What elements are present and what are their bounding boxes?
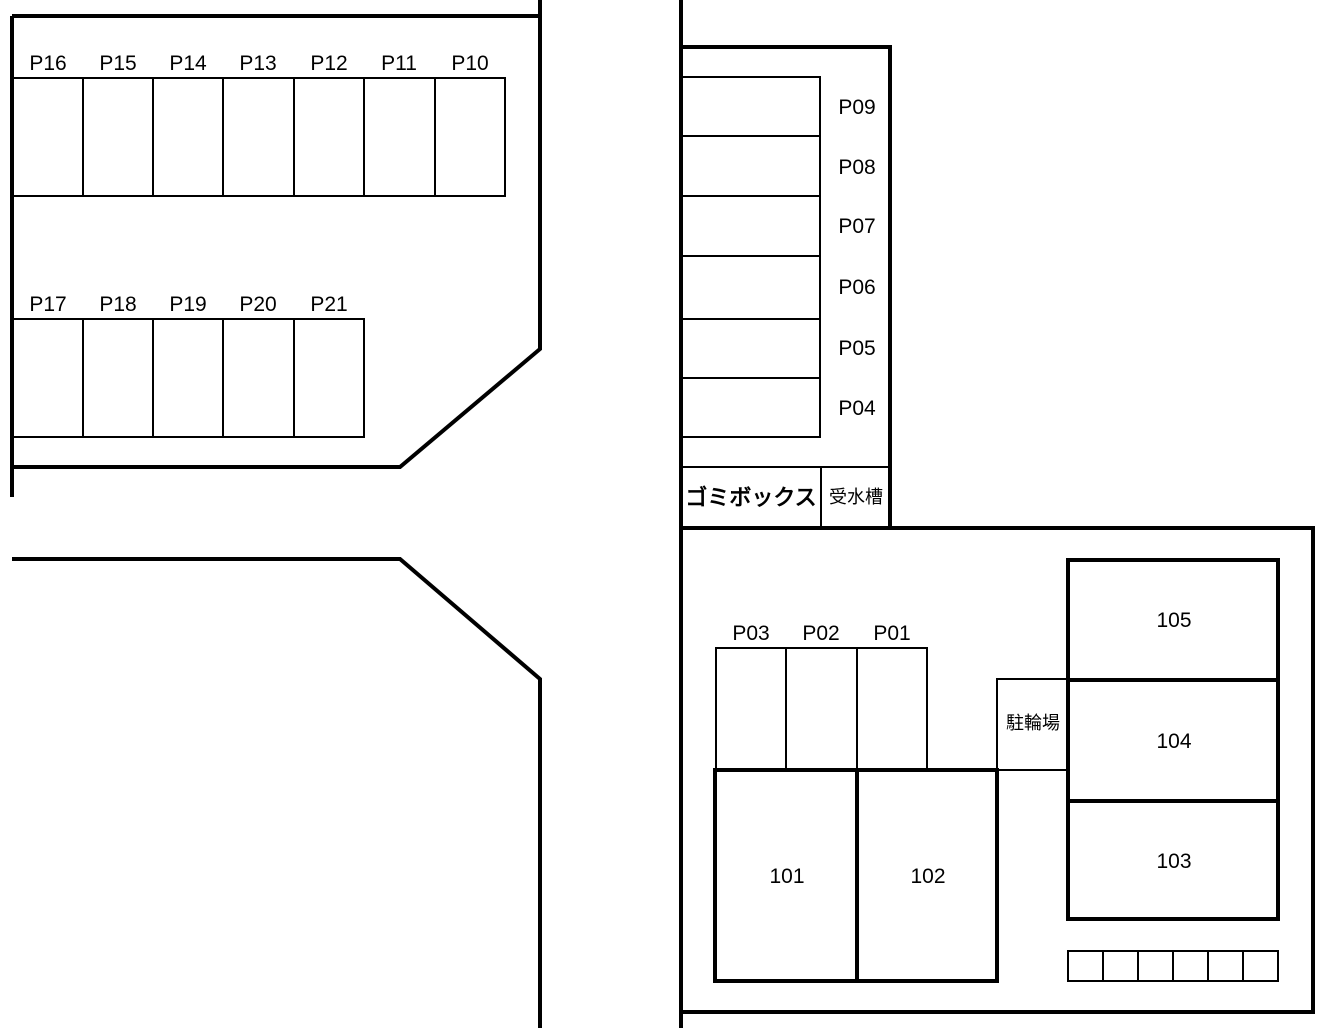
- parking-label-p17: P17: [29, 293, 66, 316]
- parking-label-p08: P08: [838, 156, 875, 179]
- parking-label-p02: P02: [802, 622, 839, 645]
- parking-space-p07: [681, 195, 821, 257]
- bicycle-parking-label: 駐輪場: [1006, 713, 1060, 734]
- unit-103-label: 103: [1156, 850, 1191, 873]
- left-lot-boundary: [12, 14, 542, 469]
- parking-label-p05: P05: [838, 337, 875, 360]
- parking-label-p21: P21: [310, 293, 347, 316]
- parking-bottom-row: P03 P02 P01: [715, 622, 928, 770]
- parking-space-p12: [293, 77, 365, 197]
- parking-space-p09: [681, 76, 821, 137]
- parking-space-p15: [82, 77, 154, 197]
- parking-middle-row: P17 P18 P19 P20 P21: [12, 293, 365, 438]
- mailbox-cell: [1242, 950, 1279, 982]
- water-tank-label: 受水槽: [829, 487, 883, 508]
- unit-105-label: 105: [1156, 609, 1191, 632]
- parking-space-p02: [785, 647, 858, 770]
- mailbox-cell: [1067, 950, 1104, 982]
- parking-space-p01: [856, 647, 928, 770]
- parking-label-p20: P20: [239, 293, 276, 316]
- parking-space-p14: [152, 77, 224, 197]
- parking-label-p12: P12: [310, 52, 347, 75]
- parking-label-p04: P04: [838, 397, 876, 420]
- road-edge-lower: [12, 557, 542, 1028]
- parking-label-p14: P14: [169, 52, 207, 75]
- parking-label-p16: P16: [29, 52, 66, 75]
- parking-label-p15: P15: [99, 52, 136, 75]
- parking-space-p19: [152, 318, 224, 438]
- parking-space-p13: [222, 77, 295, 197]
- parking-space-p04: [681, 377, 821, 438]
- parking-right-column: P09 P08 P07 P06 P05 P04: [681, 76, 876, 438]
- parking-label-p06: P06: [838, 276, 875, 299]
- parking-space-p20: [222, 318, 295, 438]
- right-lot-main-boundary: [681, 526, 1315, 1014]
- parking-space-p06: [681, 255, 821, 320]
- parking-space-p18: [82, 318, 154, 438]
- parking-space-p16: [12, 77, 84, 197]
- garbage-box-label: ゴミボックス: [685, 485, 816, 511]
- parking-label-p07: P07: [838, 215, 875, 238]
- parking-space-p17: [12, 318, 84, 438]
- parking-space-p10: [434, 77, 506, 197]
- parking-label-p03: P03: [732, 622, 769, 645]
- parking-space-p03: [715, 647, 787, 770]
- parking-space-p05: [681, 318, 821, 379]
- mailbox-cell: [1172, 950, 1209, 982]
- unit-101-label: 101: [769, 865, 804, 888]
- mailbox-cell: [1137, 950, 1174, 982]
- parking-space-p11: [363, 77, 436, 197]
- parking-label-p18: P18: [99, 293, 136, 316]
- parking-top-row: P16 P15 P14 P13 P12 P11 P10: [12, 52, 506, 197]
- mailbox-cells: [1067, 950, 1279, 982]
- parking-label-p11: P11: [381, 52, 417, 75]
- parking-label-p01: P01: [873, 622, 910, 645]
- water-tank: [820, 466, 891, 528]
- unit-104-label: 104: [1156, 730, 1191, 753]
- unit-103: [1066, 799, 1280, 921]
- parking-label-p19: P19: [169, 293, 206, 316]
- parking-label-p10: P10: [451, 52, 488, 75]
- parking-space-p21: [293, 318, 365, 438]
- mailbox-cell: [1207, 950, 1244, 982]
- parking-space-p08: [681, 135, 821, 197]
- parking-label-p13: P13: [239, 52, 276, 75]
- parking-label-p09: P09: [838, 96, 875, 119]
- unit-102-label: 102: [910, 865, 945, 888]
- unit-102: [855, 768, 999, 983]
- right-lot-north-annex: [681, 45, 892, 527]
- mailbox-cell: [1102, 950, 1139, 982]
